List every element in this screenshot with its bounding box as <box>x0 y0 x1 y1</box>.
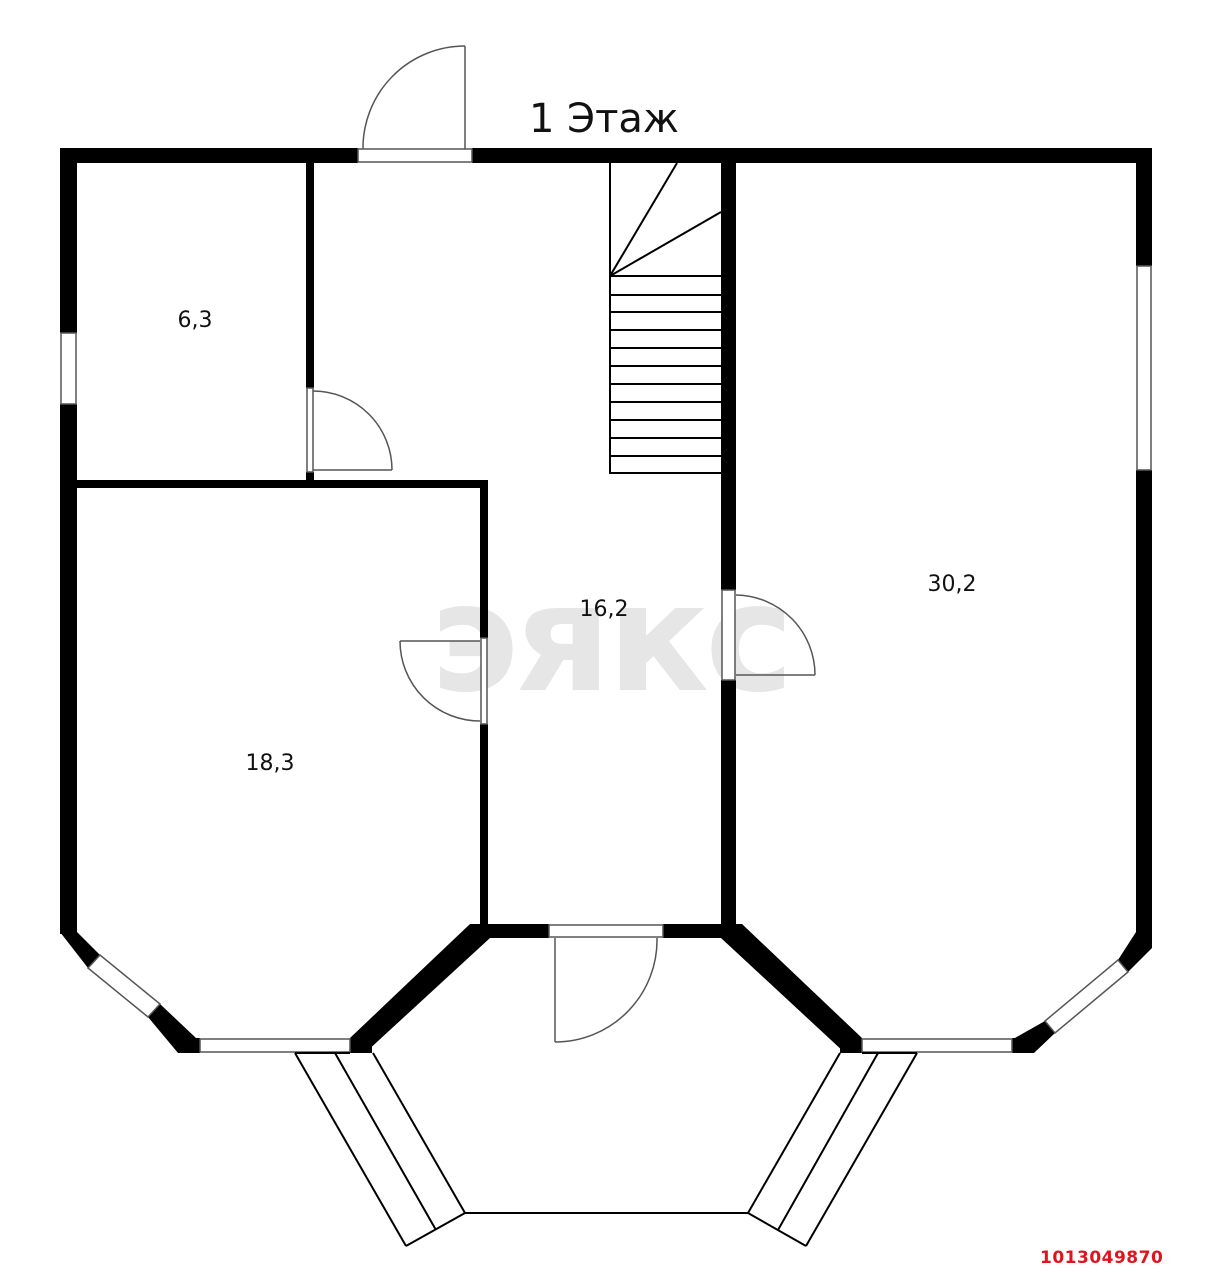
room-area-hall: 16,2 <box>580 597 629 622</box>
window-bottom-right-diagonal <box>1043 958 1130 1035</box>
living-room-door <box>721 589 816 681</box>
windows <box>60 265 1152 1053</box>
room-area-living-room: 30,2 <box>928 572 977 597</box>
bedroom-door <box>399 637 488 725</box>
staircase <box>609 162 722 474</box>
window-bottom-left-diagonal <box>86 953 162 1019</box>
window-right <box>1136 265 1152 471</box>
window-bottom-right <box>861 1038 1013 1053</box>
doors <box>306 45 816 1043</box>
floor-title: 1 Этаж <box>529 96 679 142</box>
outer-walls <box>60 148 1152 1053</box>
terrace-door <box>548 924 664 1043</box>
window-bottom-left <box>199 1038 351 1053</box>
room-area-storage: 6,3 <box>178 308 213 333</box>
storage-door <box>306 387 393 473</box>
listing-id: 1013049870 <box>1040 1248 1164 1268</box>
inner-walls <box>60 160 736 935</box>
window-left <box>60 332 77 405</box>
terrace <box>294 1052 918 1247</box>
room-area-bedroom: 18,3 <box>246 751 295 776</box>
entrance-door <box>357 45 473 163</box>
